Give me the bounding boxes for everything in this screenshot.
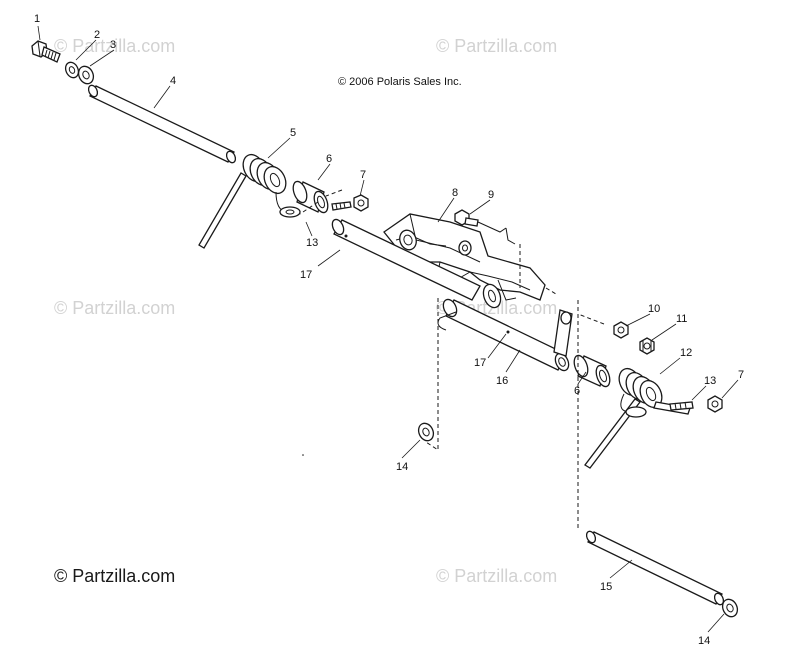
callout-label: 7 (360, 169, 366, 181)
callout-label: 14 (396, 461, 408, 473)
callout-label: 7 (738, 369, 744, 381)
callout-label: 6 (574, 385, 580, 397)
callout-label: 13 (306, 237, 318, 249)
part-left-bushing (292, 180, 329, 214)
part-washer (77, 65, 95, 85)
callout-label: 4 (170, 75, 176, 87)
part-lower-pivot-arm (437, 298, 573, 372)
callout-label: 6 (326, 153, 332, 165)
callout-label: 2 (94, 29, 100, 41)
callout-label: 17 (474, 357, 486, 369)
part-washer-middle (417, 422, 435, 442)
callout-label: 3 (110, 39, 116, 51)
part-upper-tube (87, 84, 237, 164)
callout-label: 1 (34, 13, 40, 25)
assembly-lines (299, 189, 605, 530)
callout-label: 16 (496, 375, 508, 387)
callout-label: 12 (680, 347, 692, 359)
watermark: © Partzilla.com (54, 298, 176, 318)
callout-label: 15 (600, 581, 612, 593)
part-lower-tube (585, 530, 725, 606)
part-right-bushing (573, 354, 611, 388)
part-nut-upper (353, 194, 369, 212)
callout-label: 8 (452, 187, 458, 199)
callout-label: 14 (698, 635, 710, 647)
watermark: © Partzilla.com (436, 36, 558, 56)
copyright-notice: © 2006 Polaris Sales Inc. (338, 76, 462, 88)
part-bolt (31, 40, 61, 63)
callout-label: 11 (676, 313, 687, 325)
callout-label: 17 (300, 269, 312, 281)
part-stud-right (669, 401, 694, 411)
part-main-bracket (383, 213, 546, 309)
part-nut-lower-right (707, 395, 723, 413)
part-nut-right (613, 321, 629, 339)
footer-watermark: © Partzilla.com (54, 566, 176, 586)
callout-label: 10 (648, 303, 660, 315)
part-stud-left (331, 201, 352, 211)
part-bracket-bolt (454, 209, 516, 245)
part-lock-washer (64, 61, 80, 79)
callout-labels: 1 2 3 4 5 6 7 13 17 8 9 10 11 12 13 7 17… (34, 13, 744, 647)
part-right-torsion-spring (584, 367, 691, 469)
part-shaft-upper (331, 218, 481, 301)
leader-lines (37, 25, 739, 633)
callout-label: 5 (290, 127, 296, 139)
part-washer-bottom (721, 598, 739, 618)
callout-label: 13 (704, 375, 716, 387)
watermark: © Partzilla.com (436, 566, 558, 586)
callout-label: 9 (488, 189, 494, 201)
part-left-torsion-spring (198, 153, 301, 249)
part-castle-nut (639, 337, 655, 355)
watermark: © Partzilla.com (54, 36, 176, 56)
